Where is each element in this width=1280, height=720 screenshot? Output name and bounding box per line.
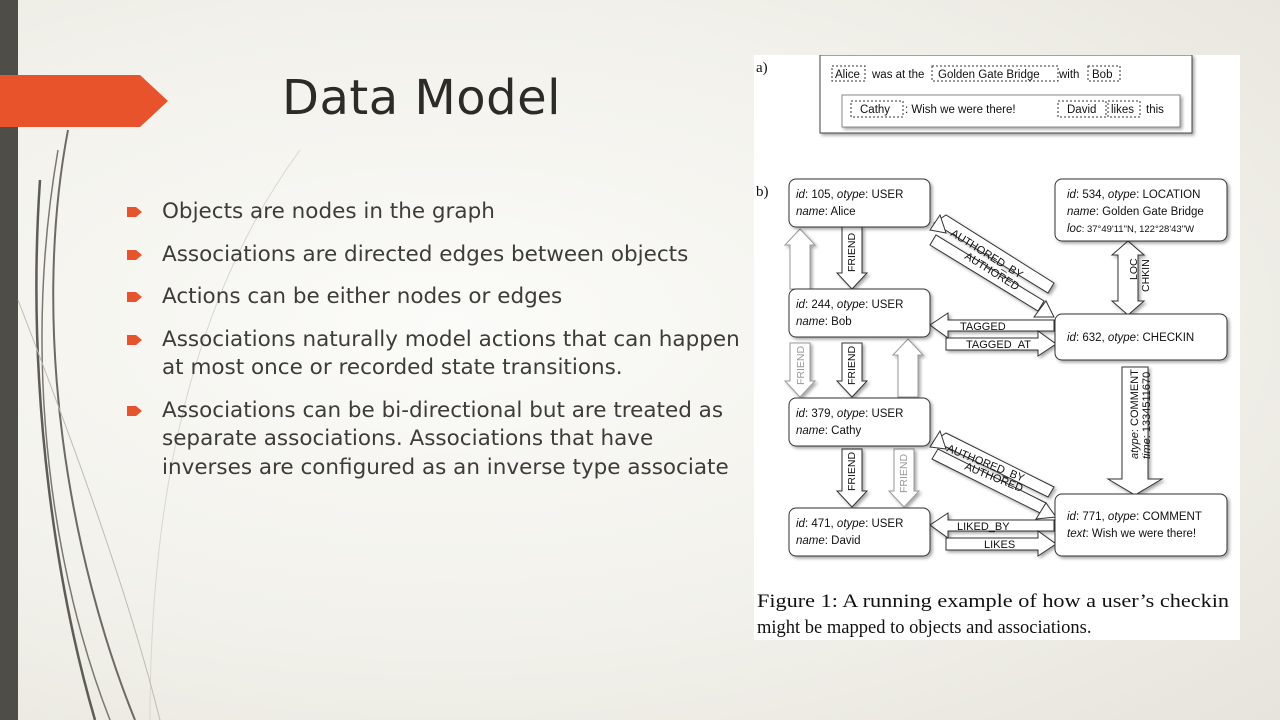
node-location: id: 534, otype: LOCATION name: Golden Ga… [1054, 178, 1228, 242]
attr-value-atype: : COMMENT [1129, 369, 1141, 432]
slide-title: Data Model [282, 70, 561, 126]
story-token: Cathy [860, 104, 890, 116]
svg-text:loc: 37°49'11"N, 122°28'43"W: loc: 37°49'11"N, 122°28'43"W [1067, 223, 1194, 235]
bullet-text: Associations are directed edges between … [162, 241, 689, 267]
node-comment: id: 771, otype: COMMENT text: Wish we we… [1054, 493, 1228, 557]
story-token: Golden Gate Bridge [938, 69, 1040, 81]
figure-panel: a) Alice was at the Golden Gate Bridge w… [754, 55, 1240, 640]
bullet-text: Associations naturally model actions tha… [162, 326, 740, 381]
svg-text:id: 534, otype: LOCATION: id: 534, otype: LOCATION [1067, 189, 1200, 201]
svg-text:name: Alice: name: Alice [796, 206, 855, 218]
loc-chkin-arrow-pair: LOC CHKIN [1110, 240, 1152, 316]
edge-label-friend: FRIEND [846, 233, 858, 273]
figure-caption-line2: might be mapped to objects and associati… [757, 618, 1091, 638]
arrow-bullet-icon [127, 292, 142, 302]
bullet-text: Associations can be bi-directional but a… [162, 397, 729, 480]
friend-arrow: FRIEND [783, 342, 817, 398]
story-text: was at the [871, 69, 924, 81]
attr-key-atype: atype [1129, 432, 1141, 459]
story-token-box [850, 100, 904, 118]
node-user-bob: id: 244, otype: USER name: Bob [788, 288, 931, 338]
authored-arrow-pair: AUTHORED_BY AUTHORED [929, 429, 1057, 520]
edge-label-likes: LIKES [984, 539, 1015, 551]
figure-caption-line1: Figure 1: A running example of how a use… [757, 592, 1229, 612]
friend-arrow: FRIEND [835, 342, 869, 398]
story-token: Bob [1092, 69, 1112, 81]
svg-text:id: 244, otype: USER: id: 244, otype: USER [796, 299, 903, 311]
svg-text:id: 105, otype: USER: id: 105, otype: USER [796, 189, 903, 201]
story-text: with [1058, 69, 1079, 81]
friend-arrow: FRIEND [887, 448, 921, 508]
arrow-bullet-icon [127, 334, 142, 345]
bullet-item: Associations can be bi-directional but a… [127, 397, 747, 483]
friend-arrow: FRIEND [835, 448, 869, 508]
edge-label-loc: LOC [1128, 258, 1140, 280]
svg-text:id: 379, otype: USER: id: 379, otype: USER [796, 408, 903, 420]
node-user-david: id: 471, otype: USER name: David [788, 507, 931, 557]
bullet-list: Objects are nodes in the graph Associati… [127, 198, 747, 496]
tagged-arrow-pair: TAGGED TAGGED_AT [929, 312, 1057, 357]
svg-text:text: Wish we were there!: text: Wish we were there! [1067, 528, 1196, 540]
attr-value-time: : 1334511670 [1141, 372, 1153, 438]
svg-text:name: Bob: name: Bob [796, 316, 852, 328]
story-token-box [1057, 100, 1107, 118]
graph-figure: a) Alice was at the Golden Gate Bridge w… [756, 55, 1229, 638]
deco-curve-1 [52, 129, 136, 720]
likes-arrow-pair: LIKED_BY LIKES [929, 512, 1057, 557]
svg-text:name: Golden Gate Bridge: name: Golden Gate Bridge [1067, 206, 1204, 218]
title-accent-tab [0, 75, 168, 127]
edge-label-liked-by: LIKED_BY [957, 521, 1010, 533]
figure-label-b: b) [756, 184, 769, 200]
svg-text:id: 471, otype: USER: id: 471, otype: USER [796, 518, 903, 530]
edge-label-tagged: TAGGED [960, 321, 1006, 333]
node-user-alice: id: 105, otype: USER name: Alice [788, 178, 931, 228]
story-token-box [1087, 65, 1121, 82]
edge-label-friend: FRIEND [795, 346, 807, 386]
deco-curve-2 [41, 149, 111, 720]
svg-text:name: David: name: David [796, 535, 861, 547]
story-token: David [1067, 104, 1096, 116]
story-token-box [931, 65, 1059, 82]
svg-text:id: 771, otype: COMMENT: id: 771, otype: COMMENT [1067, 511, 1202, 523]
left-accent-bar [0, 0, 18, 720]
figure-label-a: a) [756, 60, 768, 76]
node-checkin: id: 632, otype: CHECKIN [1054, 313, 1228, 361]
story-text: this [1146, 104, 1164, 116]
bullet-item: Actions can be either nodes or edges [127, 283, 747, 312]
bullet-item: Associations naturally model actions tha… [127, 326, 747, 383]
bullet-text: Actions can be either nodes or edges [162, 284, 563, 309]
story-inner-box [841, 94, 1181, 128]
story-token-box [1107, 100, 1141, 118]
edge-label-tagged-at: TAGGED_AT [966, 339, 1031, 351]
edge-label-friend: FRIEND [846, 346, 858, 386]
friend-arrow: FRIEND [835, 226, 869, 290]
deco-curve-3 [35, 179, 97, 720]
edge-label-chkin: CHKIN [1140, 259, 1152, 292]
story-token: Alice [835, 69, 860, 81]
svg-text:id: 632, otype: CHECKIN: id: 632, otype: CHECKIN [1067, 332, 1194, 344]
svg-text:name: Cathy: name: Cathy [796, 425, 861, 437]
comment-arrow: atype: COMMENT time: 1334511670 [1106, 366, 1164, 496]
attr-key-time: time [1141, 438, 1153, 459]
edge-label-atype: atype: COMMENT [1129, 369, 1141, 459]
bullet-item: Objects are nodes in the graph [127, 198, 747, 227]
bullet-text: Objects are nodes in the graph [162, 199, 495, 224]
friend-arrow [783, 228, 817, 290]
edge-label-time: time: 1334511670 [1141, 372, 1153, 459]
arrow-bullet-icon [127, 207, 142, 217]
story-token: likes [1111, 104, 1134, 116]
authored-arrow-pair: AUTHORED_BY AUTHORED [929, 213, 1055, 318]
node-user-cathy: id: 379, otype: USER name: Cathy [788, 397, 931, 447]
bullet-item: Associations are directed edges between … [127, 241, 747, 270]
story-token-box [831, 65, 866, 82]
edge-label-friend: FRIEND [898, 454, 910, 494]
story-text: : Wish we were there! [905, 104, 1016, 116]
arrow-bullet-icon [127, 249, 142, 260]
friend-arrow [891, 338, 925, 398]
arrow-bullet-icon [127, 405, 142, 416]
edge-label-friend: FRIEND [846, 452, 858, 492]
